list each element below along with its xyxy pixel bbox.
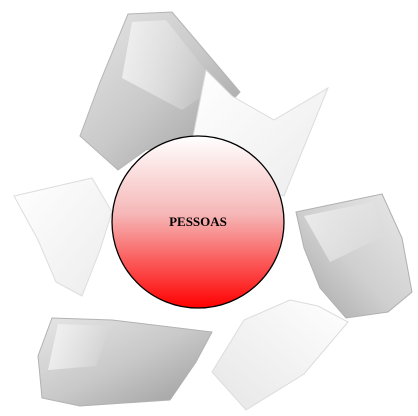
cycle-arrow-left-head xyxy=(14,178,112,296)
center-node: PESSOAS xyxy=(112,136,284,308)
center-label: PESSOAS xyxy=(169,214,227,229)
cycle-arrow-right-head xyxy=(212,300,348,410)
